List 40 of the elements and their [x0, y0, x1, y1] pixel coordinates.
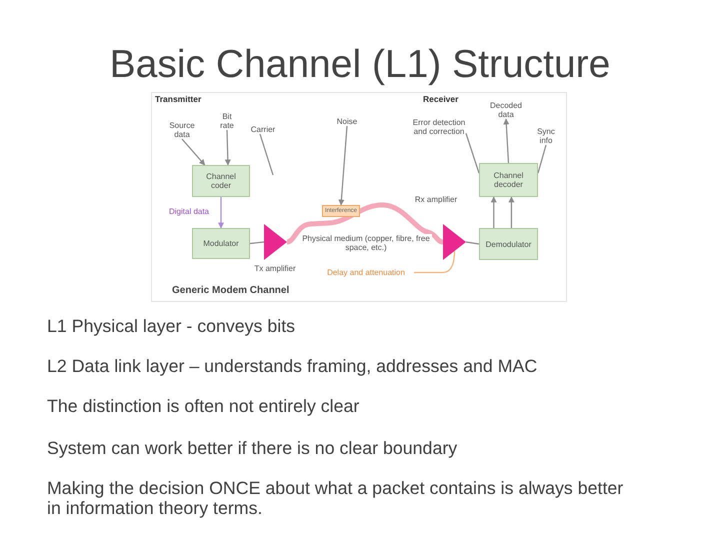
annotation-label: Error detection and correction	[412, 118, 466, 136]
arrow	[182, 138, 206, 166]
connector-line	[537, 144, 547, 174]
connector-line	[465, 133, 480, 174]
annotation-label: Sync info	[531, 127, 561, 145]
rate-label: Bit rate	[215, 112, 239, 130]
decoder-box: Channel decoder	[479, 163, 538, 197]
edge-label: Physical medium (copper, fibre, free space, etc.)	[300, 234, 432, 252]
arrow	[490, 196, 497, 228]
slide-title: Basic Channel (L1) Structure	[108, 43, 612, 87]
figure-caption: Generic Modem Channel	[172, 285, 290, 297]
arrow	[218, 197, 224, 229]
connector-line	[250, 241, 264, 244]
bullet-text: L2 Data link layer – understands framing, addresses and MAC	[47, 356, 538, 376]
connector-line	[414, 250, 456, 274]
section-label: Receiver	[423, 95, 458, 104]
section-label: Transmitter	[155, 95, 202, 104]
amplifier-triangle	[443, 224, 466, 260]
amplifier-label: Rx amplifier	[414, 195, 458, 204]
delay-label: Delay and attenuation	[318, 268, 414, 277]
modulator-box: Modulator	[192, 228, 250, 259]
source-label: Source data	[163, 121, 201, 139]
encoder-box: Channel coder	[192, 165, 250, 197]
connector-line	[259, 134, 274, 176]
arrow	[503, 118, 510, 164]
output-label: Decoded data	[487, 101, 525, 119]
carrier-label: Carrier	[248, 125, 278, 134]
arrow	[338, 126, 348, 206]
bullet-text: Making the decision ONCE about what a packet contains is always better in information theory terms.	[47, 478, 624, 518]
amplifier-triangle	[264, 224, 287, 260]
arrow	[508, 196, 514, 228]
connector-line	[466, 241, 480, 245]
noise-label: Noise	[330, 117, 364, 126]
bullet-text: System can work better if there is no clear boundary	[47, 438, 458, 458]
bullet-text: L1 Physical layer - conveys bits	[47, 316, 296, 336]
demodulator-box: Demodulator	[479, 228, 538, 260]
arrow	[224, 130, 231, 166]
bullet-text: The distinction is often not entirely clear	[47, 396, 360, 416]
signal-wave	[286, 202, 444, 244]
amplifier-label: Tx amplifier	[253, 264, 297, 273]
